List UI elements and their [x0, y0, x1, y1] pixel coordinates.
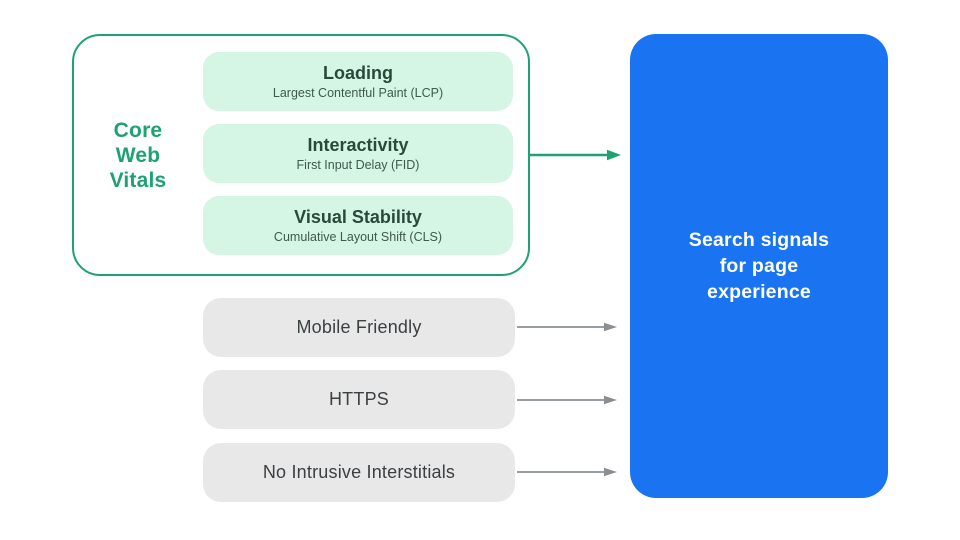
- signal-box-mobile-friendly: Mobile Friendly: [203, 298, 515, 357]
- search-signals-label: Search signals for page experience: [688, 229, 830, 303]
- vital-subtitle-lcp: Largest Contentful Paint (LCP): [272, 85, 444, 100]
- vital-subtitle-cls: Cumulative Layout Shift (CLS): [273, 229, 443, 244]
- core-web-vitals-label: Core Web Vitals: [109, 119, 167, 192]
- vital-box-interactivity: Interactivity First Input Delay (FID): [203, 124, 513, 183]
- no-intrusive-interstitials-arrow: [517, 467, 617, 477]
- signal-label-no-intrusive-interstitials: No Intrusive Interstitials: [262, 462, 456, 482]
- https-arrow: [517, 395, 617, 405]
- vital-box-visual-stability: Visual Stability Cumulative Layout Shift…: [203, 196, 513, 255]
- signal-label-mobile-friendly: Mobile Friendly: [296, 317, 422, 337]
- search-signals-box: Search signals for page experience: [630, 34, 888, 498]
- core-web-vitals-arrow: [529, 149, 621, 161]
- mobile-friendly-arrow: [517, 322, 617, 332]
- signal-box-https: HTTPS: [203, 370, 515, 429]
- vital-title-interactivity: Interactivity: [307, 134, 409, 155]
- vital-box-loading: Loading Largest Contentful Paint (LCP): [203, 52, 513, 111]
- signal-box-no-intrusive-interstitials: No Intrusive Interstitials: [203, 443, 515, 502]
- vital-title-visual-stability: Visual Stability: [294, 206, 422, 227]
- vital-title-loading: Loading: [323, 62, 393, 83]
- signal-label-https: HTTPS: [328, 389, 389, 409]
- vital-subtitle-fid: First Input Delay (FID): [296, 157, 420, 172]
